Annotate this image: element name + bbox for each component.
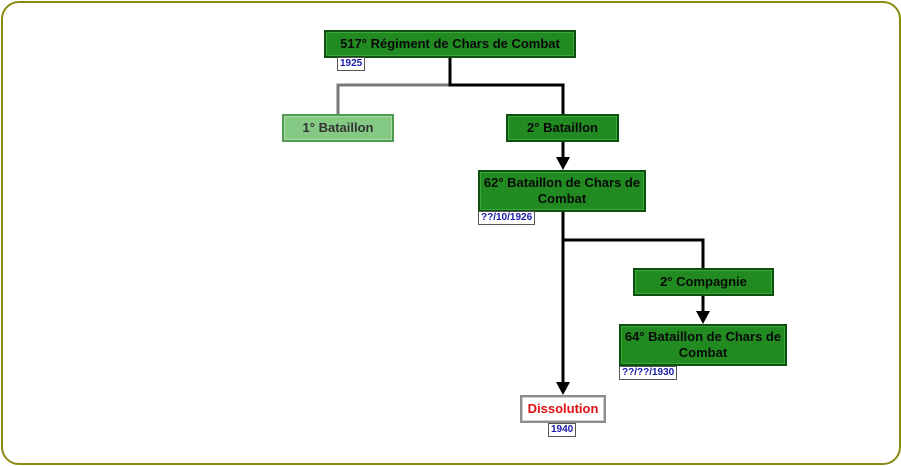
bcc-64-node: 64° Bataillon de Chars de Combat — [619, 324, 787, 366]
dissolution-node: Dissolution — [520, 395, 606, 423]
connector-bcc62-comp2 — [563, 238, 705, 268]
regiment-node: 517° Régiment de Chars de Combat — [324, 30, 576, 58]
arrow-dissolution — [556, 382, 570, 395]
bataillon-2-node: 2° Bataillon — [506, 114, 619, 142]
connector-regiment-bat2 — [448, 58, 565, 114]
arrow-bcc64 — [696, 311, 710, 324]
compagnie-2-node: 2° Compagnie — [633, 268, 774, 296]
arrow-bcc62 — [556, 157, 570, 170]
bcc-64-date: ??/??/1930 — [619, 366, 678, 380]
regiment-date: 1925 — [337, 57, 366, 71]
bcc-62-date: ??/10/1926 — [478, 211, 536, 225]
bcc-62-node: 62° Bataillon de Chars de Combat — [478, 170, 646, 212]
bataillon-1-node: 1° Bataillon — [282, 114, 394, 142]
dissolution-date: 1940 — [548, 423, 577, 437]
